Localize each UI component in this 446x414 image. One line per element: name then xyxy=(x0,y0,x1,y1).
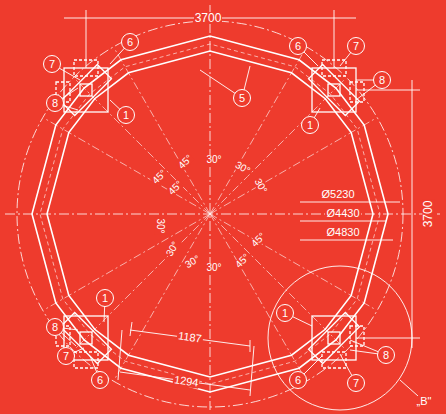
dimension: 1187 xyxy=(177,330,204,344)
callout-circle: 8 xyxy=(373,71,391,89)
diameter-dimension: Ø4430 xyxy=(325,208,360,219)
callout-number: 5 xyxy=(239,93,245,104)
angle-label: 30° xyxy=(205,155,222,165)
angle-label: 30° xyxy=(252,176,269,196)
callout-circle: 7 xyxy=(43,55,61,73)
angle-label: 45° xyxy=(176,152,195,171)
angle-label: 30° xyxy=(233,159,253,176)
callout-number: 6 xyxy=(295,375,301,386)
callout-circle: 6 xyxy=(289,371,307,389)
callout-number: 6 xyxy=(295,41,301,52)
diameter-dimension: Ø4830 xyxy=(325,227,360,238)
center-ray xyxy=(210,214,344,348)
center-ray xyxy=(210,214,375,309)
callout-circle: 7 xyxy=(347,374,365,392)
angle-label: 45° xyxy=(233,251,252,270)
center-ray xyxy=(210,214,305,379)
angle-label: 30° xyxy=(164,239,181,259)
center-ray xyxy=(76,214,210,348)
center-ray xyxy=(76,80,210,214)
callout-number: 8 xyxy=(52,98,58,109)
callout-number: 6 xyxy=(127,37,133,48)
callout-circle: 1 xyxy=(117,106,135,124)
angle-label: 45° xyxy=(249,230,268,249)
callout-circle: 6 xyxy=(91,371,109,389)
diameter-dimension: Ø5230 xyxy=(320,189,355,200)
callout-number: 8 xyxy=(52,322,58,333)
callout-circle: 1 xyxy=(276,304,294,322)
center-ray xyxy=(115,214,210,379)
center-ray xyxy=(210,119,375,214)
center-ray xyxy=(210,50,305,215)
callout-circle: 8 xyxy=(46,94,64,112)
callout-number: 8 xyxy=(383,350,389,361)
center-ray xyxy=(46,119,211,214)
callout-circle: 5 xyxy=(233,89,251,107)
callout-number: 7 xyxy=(353,378,359,389)
callout-number: 8 xyxy=(379,75,385,86)
callout-circle: 7 xyxy=(57,347,75,365)
angle-label: 45° xyxy=(150,167,169,186)
callout-number: 1 xyxy=(307,120,313,131)
callout-number: 6 xyxy=(97,375,103,386)
callout-circle: 1 xyxy=(96,289,114,307)
center-ray xyxy=(46,214,211,309)
callout-circle: 6 xyxy=(289,37,307,55)
callout-number: 1 xyxy=(123,110,129,121)
callout-number: 7 xyxy=(63,351,69,362)
detail-label: „B" xyxy=(416,396,433,407)
callout-number: 7 xyxy=(49,59,55,70)
angle-label: 45° xyxy=(166,178,185,197)
callout-circle: 1 xyxy=(301,116,319,134)
callout-number: 1 xyxy=(282,308,288,319)
callout-circle: 8 xyxy=(377,346,395,364)
callout-circle: 7 xyxy=(347,37,365,55)
callout-number: 7 xyxy=(353,41,359,52)
callout-number: 1 xyxy=(102,293,108,304)
center-ray xyxy=(115,50,210,215)
dimension: 3700 xyxy=(194,12,223,24)
angle-label: 30° xyxy=(155,217,165,234)
dimension: 1294 xyxy=(172,374,200,389)
callout-circle: 8 xyxy=(46,318,64,336)
angle-label: 30° xyxy=(205,263,222,273)
dimension: 3700 xyxy=(422,200,434,229)
callout-circle: 6 xyxy=(121,33,139,51)
